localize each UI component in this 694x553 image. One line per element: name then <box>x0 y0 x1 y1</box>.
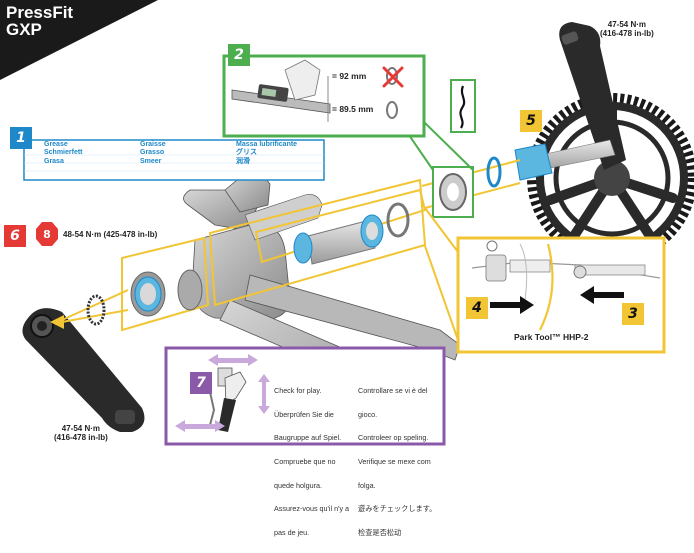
bb-cup-left <box>130 269 203 317</box>
diagram-stage: PressFit GXP 1 2 3 4 5 6 7 8 Grease Schm… <box>0 0 694 537</box>
tool-label: Park Tool™ HHP-2 <box>514 332 589 342</box>
step-3-badge: 3 <box>628 306 638 322</box>
grease-col-2: Graisse Grasso Smeer <box>140 141 166 166</box>
step-6-badge: 6 <box>10 228 20 244</box>
check-play-pt-2: folga. <box>358 480 376 490</box>
step-8-badge: 8 <box>43 227 51 241</box>
check-play-en: Check for play. <box>274 385 322 395</box>
check-play-panel <box>164 346 446 446</box>
wave-washer <box>486 156 502 188</box>
grease-ja: グリス <box>236 149 257 157</box>
red-x-icon <box>382 66 404 88</box>
torque-top-value: 47-54 N·m <box>607 20 647 29</box>
bolt-hex-icon <box>36 222 58 246</box>
grease-it: Grasso <box>140 149 165 157</box>
wavy-washer-icon <box>459 85 466 129</box>
check-play-pt-1: Verifique se mexe com <box>358 456 431 466</box>
grease-pt: Massa lubrificante <box>236 141 298 148</box>
axle-spindle <box>514 139 616 181</box>
check-play-fr-2: pas de jeu. <box>274 528 310 538</box>
measure-89-5: = 89.5 mm <box>332 104 374 114</box>
diagram-svg <box>0 0 694 446</box>
grease-col-3: Massa lubrificante グリス 润滑 <box>236 141 297 166</box>
check-play-it-2: gioco. <box>358 409 378 419</box>
arrow-left-icon <box>580 286 624 304</box>
step-4-badge: 4 <box>472 300 482 316</box>
spacer-ring-right <box>386 202 410 238</box>
check-play-ja: 遊みをチェックします。 <box>358 504 437 514</box>
measure-92: = 92 mm <box>332 71 367 81</box>
title-corner <box>0 0 158 80</box>
step-7-badge: 7 <box>196 375 206 391</box>
check-play-de-2: Baugruppe auf Spiel. <box>274 433 342 443</box>
double-arrow-icon <box>175 354 270 432</box>
step-5-badge: 5 <box>526 113 536 129</box>
check-play-col-1: Check for play. Überprüfen Sie die Baugr… <box>274 371 349 553</box>
torque-top: 47-54 N·m (416-478 in-lb) <box>600 20 654 38</box>
title-line-1: PressFit <box>6 3 74 22</box>
torque-bottom: 47-54 N·m (416-478 in-lb) <box>54 424 108 442</box>
crank-arm-non-drive <box>22 308 145 432</box>
tool-panel <box>424 207 666 354</box>
arrow-to-crank-icon <box>50 315 64 329</box>
check-play-col-2: Controllare se vi è del gioco. Controlee… <box>358 371 436 553</box>
step-badges <box>4 44 644 394</box>
chainring <box>527 22 694 263</box>
spacer-hole <box>447 183 459 201</box>
grease-table-box <box>23 139 325 181</box>
grease-zh: 润滑 <box>236 157 250 165</box>
grease-es: Grasa <box>44 157 64 165</box>
torque-top-sub: (416-478 in-lb) <box>600 29 654 38</box>
torque-bottom-value: 47-54 N·m <box>61 424 101 433</box>
check-play-it-1: Controllare se vi è del <box>358 385 428 395</box>
grease-de: Schmierfett <box>44 149 83 157</box>
check-play-zh: 检查是否松动 <box>358 528 402 538</box>
step-2-badge: 2 <box>234 47 244 63</box>
torque-bottom-sub: (416-478 in-lb) <box>54 433 108 442</box>
check-play-fr-1: Assurez-vous qu'il n'y a <box>274 504 350 514</box>
grease-fr: Graisse <box>140 141 166 148</box>
grease-en: Grease <box>44 141 68 148</box>
check-play-es-2: quede holgura. <box>274 480 322 490</box>
title-line-2: GXP <box>6 20 42 39</box>
arrow-right-icon <box>490 296 534 314</box>
step-1-badge: 1 <box>16 130 26 146</box>
grease-nl: Smeer <box>140 157 162 165</box>
grease-col-1: Grease Schmierfett Grasa <box>44 141 83 166</box>
diagram-title: PressFit GXP <box>6 4 73 38</box>
check-play-nl: Controleer op speling. <box>358 433 429 443</box>
torque-bolt: 48-54 N·m (425-478 in-lb) <box>63 230 158 239</box>
measure-panel <box>222 54 474 171</box>
check-play-de-1: Überprüfen Sie die <box>274 409 334 419</box>
check-play-es-1: Compruebe que no <box>274 456 336 466</box>
spacer-ring-left <box>86 294 106 326</box>
bike-frame <box>183 172 461 443</box>
bb-cup-right <box>293 214 384 265</box>
